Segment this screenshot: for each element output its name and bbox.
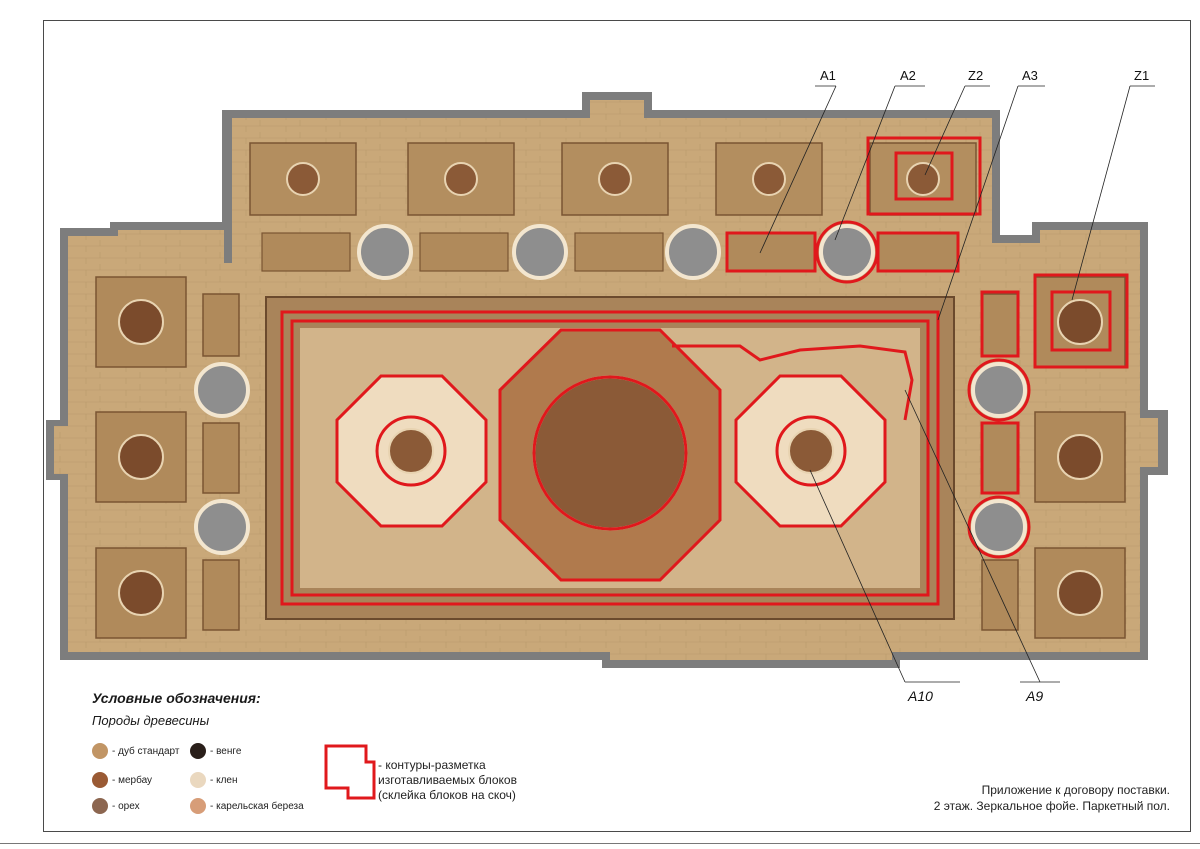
- caption-line: Приложение к договору поставки.: [981, 783, 1170, 797]
- callout-z2: Z2: [968, 68, 984, 83]
- karelian-birch-swatch-icon: [190, 798, 206, 814]
- legend-wood-label: - клен: [210, 774, 238, 786]
- sheet-frame: [43, 20, 1191, 832]
- top-panels: [249, 142, 977, 216]
- oak-swatch-icon: [92, 743, 108, 759]
- callout-z1: Z1: [1134, 68, 1150, 83]
- caption-line: 2 этаж. Зеркальное фойе. Паркетный пол.: [933, 799, 1170, 813]
- columns: [194, 224, 1027, 555]
- outline-sample-icon: [324, 744, 376, 800]
- callout-a1: A1: [820, 68, 836, 83]
- top-rosettes: [286, 162, 940, 196]
- merbau-swatch-icon: [92, 772, 108, 788]
- wenge-swatch-icon: [190, 743, 206, 759]
- legend-wood-oak: - дуб стандарт: [92, 743, 179, 759]
- legend-wood-walnut: - орех: [92, 798, 140, 814]
- maple-swatch-icon: [190, 772, 206, 788]
- bottom-rule: [0, 843, 1200, 844]
- walnut-swatch-icon: [92, 798, 108, 814]
- legend-wood-maple: - клен: [190, 772, 238, 788]
- legend-wood-label: - мербау: [112, 774, 153, 786]
- outline-note-line: изготавливаемых блоков: [378, 773, 517, 787]
- callout-a3: A3: [1022, 68, 1038, 83]
- legend-wood-label: - венге: [210, 745, 242, 757]
- wing-rosettes: [118, 299, 1103, 616]
- legend-wood-label: - орех: [112, 800, 140, 812]
- callout-a10: A10: [908, 688, 933, 704]
- legend-wood-label: - дуб стандарт: [112, 745, 180, 757]
- legend-subtitle: Породы древесины: [92, 713, 210, 728]
- callout-a2: A2: [900, 68, 916, 83]
- sheet-caption: Приложение к договору поставки. 2 этаж. …: [934, 782, 1170, 814]
- legend-wood-merbau: - мербау: [92, 772, 152, 788]
- callout-a9: A9: [1026, 688, 1044, 704]
- left-rosette: [388, 428, 434, 474]
- wing-medallions: [95, 276, 1126, 639]
- legend-title: Условные обозначения:: [92, 690, 261, 706]
- right-rosette: [788, 428, 834, 474]
- leader-lines: [759, 85, 1155, 683]
- legend-wood-wenge: - венге: [190, 743, 241, 759]
- block-outlines: [280, 136, 1129, 606]
- outline-legend-note: - контуры-разметка изготавливаемых блоко…: [378, 758, 517, 803]
- legend-wood-label: - карельская береза: [210, 800, 304, 812]
- outline-note-line: (склейка блоков на скоч): [378, 788, 516, 802]
- second-row-panels: [261, 232, 959, 272]
- legend-wood-karelian-birch: - карельская береза: [190, 798, 304, 814]
- outline-note-line: - контуры-разметка: [378, 758, 486, 772]
